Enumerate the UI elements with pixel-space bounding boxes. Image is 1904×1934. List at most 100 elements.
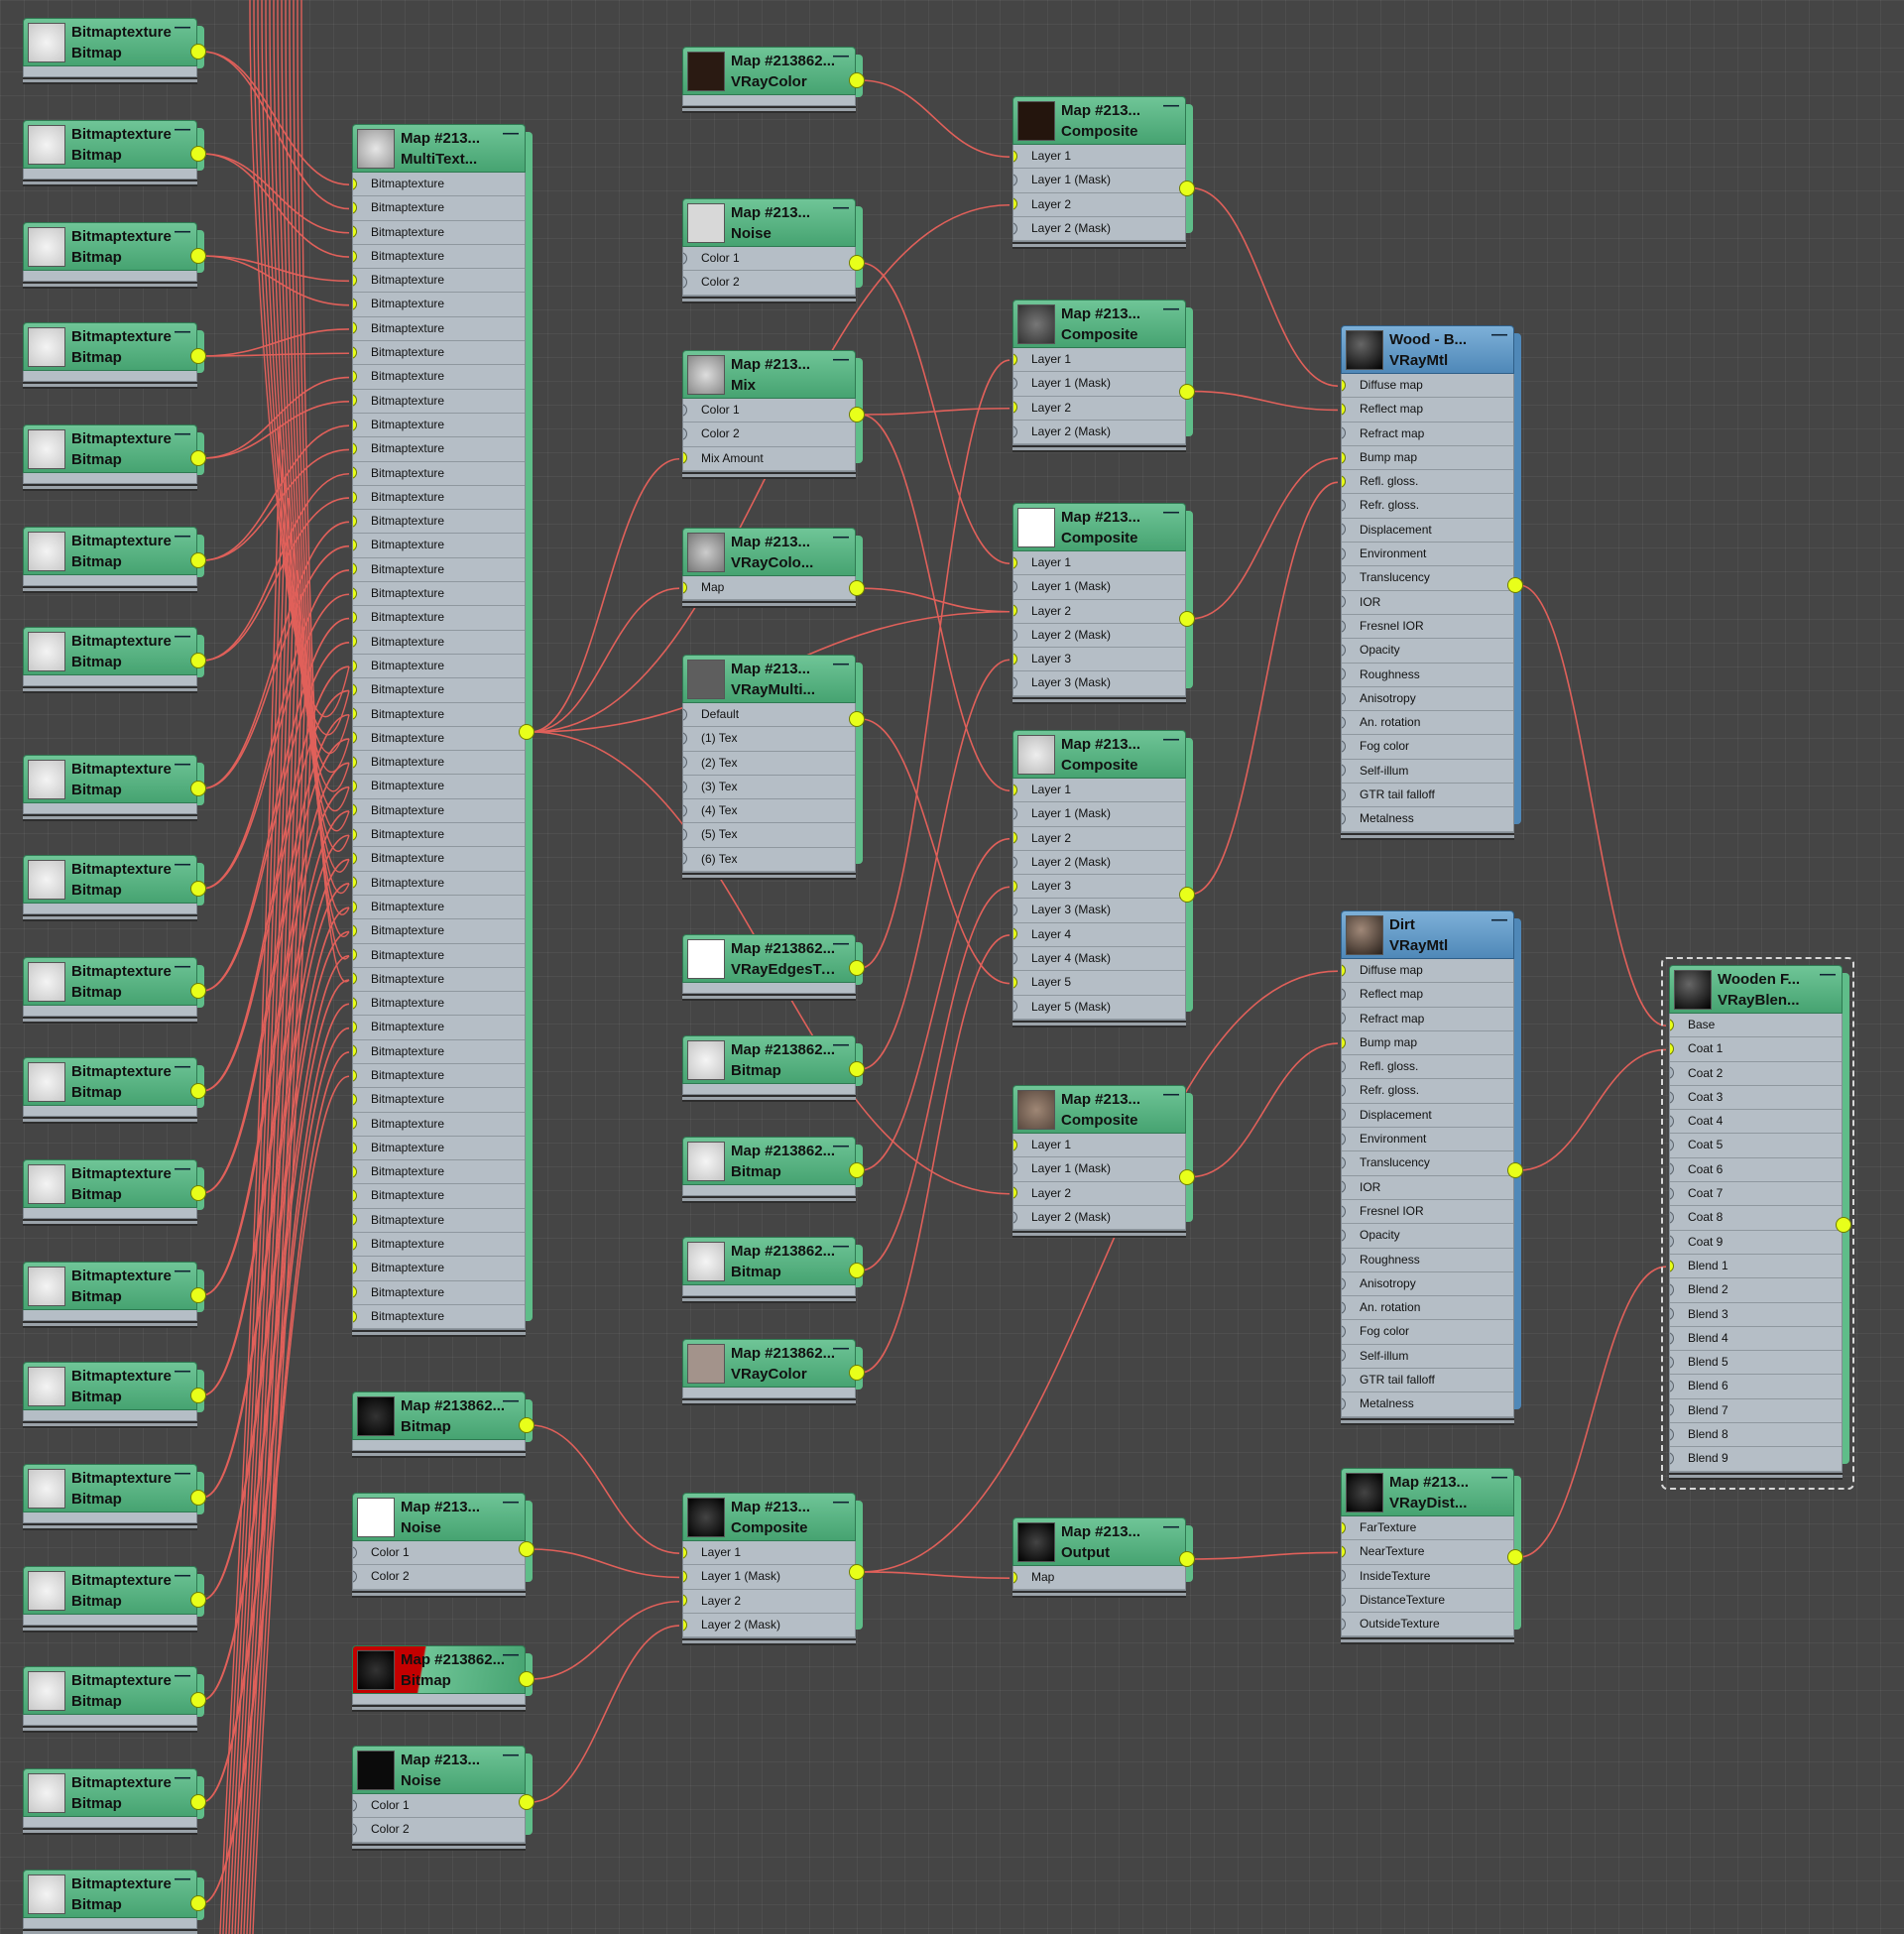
node-header[interactable]: Wood - B...VRayMtl— <box>1341 325 1514 374</box>
output-socket[interactable] <box>849 255 865 271</box>
input-slot[interactable]: Bitmaptexture <box>353 558 525 583</box>
input-socket[interactable] <box>1013 149 1017 163</box>
map-node-vraymulti[interactable]: Map #213...VRayMulti...—Default(1) Tex(2… <box>682 655 865 874</box>
collapse-icon[interactable]: — <box>503 1494 519 1511</box>
input-socket[interactable] <box>1670 1114 1674 1128</box>
input-slot[interactable]: (3) Tex <box>683 776 855 800</box>
input-slot[interactable]: Coat 7 <box>1670 1182 1842 1207</box>
input-socket[interactable] <box>683 251 687 265</box>
input-slot[interactable]: Layer 2 (Mask) <box>1013 217 1185 242</box>
output-socket[interactable] <box>190 1287 206 1303</box>
input-slot[interactable]: Bitmaptexture <box>353 799 525 824</box>
input-socket[interactable] <box>1013 352 1017 366</box>
output-socket[interactable] <box>1179 383 1195 400</box>
node-header[interactable]: Map #213...Output— <box>1012 1517 1186 1566</box>
input-slot[interactable]: Color 1 <box>353 1794 525 1819</box>
input-slot[interactable]: Coat 4 <box>1670 1110 1842 1135</box>
input-socket[interactable] <box>1670 1162 1674 1176</box>
input-slot[interactable]: Blend 4 <box>1670 1327 1842 1352</box>
node-header[interactable]: Map #213...Noise— <box>352 1746 526 1794</box>
input-slot[interactable]: Layer 2 <box>1013 600 1185 624</box>
input-socket[interactable] <box>1013 1186 1017 1200</box>
input-socket[interactable] <box>1342 1349 1346 1363</box>
output-socket[interactable] <box>849 960 865 976</box>
input-slot[interactable]: Bitmaptexture <box>353 1305 525 1330</box>
input-socket[interactable] <box>1013 1000 1017 1014</box>
output-socket[interactable] <box>849 1564 865 1580</box>
input-socket[interactable] <box>353 586 357 600</box>
input-socket[interactable] <box>353 1021 357 1034</box>
input-slot[interactable]: Coat 9 <box>1670 1231 1842 1255</box>
node-header[interactable]: Map #213...Composite— <box>1012 503 1186 551</box>
input-socket[interactable] <box>1670 1259 1674 1272</box>
input-socket[interactable] <box>1342 691 1346 705</box>
input-slot[interactable]: Metalness <box>1342 807 1513 832</box>
input-slot[interactable]: Map <box>1013 1566 1185 1591</box>
input-slot[interactable]: Layer 2 (Mask) <box>1013 421 1185 445</box>
input-socket[interactable] <box>683 780 687 793</box>
output-socket[interactable] <box>1507 1549 1523 1565</box>
input-slot[interactable]: Blend 5 <box>1670 1351 1842 1376</box>
output-socket[interactable] <box>190 781 206 796</box>
input-slot[interactable]: Opacity <box>1342 1224 1513 1249</box>
input-socket[interactable] <box>1013 652 1017 665</box>
input-slot[interactable]: Color 2 <box>353 1818 525 1843</box>
collapse-icon[interactable]: — <box>1163 97 1179 114</box>
input-socket[interactable] <box>1670 1331 1674 1345</box>
input-slot[interactable]: Blend 6 <box>1670 1375 1842 1399</box>
input-socket[interactable] <box>353 1262 357 1274</box>
input-slot[interactable]: Bitmaptexture <box>353 390 525 414</box>
input-slot[interactable]: Bitmaptexture <box>353 1160 525 1185</box>
input-socket[interactable] <box>1670 1451 1674 1465</box>
input-socket[interactable] <box>353 177 357 190</box>
input-socket[interactable] <box>1013 376 1017 390</box>
input-socket[interactable] <box>353 1237 357 1251</box>
input-socket[interactable] <box>1342 546 1346 560</box>
input-slot[interactable]: Bitmaptexture <box>353 173 525 197</box>
output-socket[interactable] <box>190 1185 206 1201</box>
input-slot[interactable]: Layer 2 <box>1013 827 1185 851</box>
input-socket[interactable] <box>1342 1569 1346 1583</box>
input-slot[interactable]: Layer 1 <box>683 1541 855 1566</box>
input-slot[interactable]: Blend 8 <box>1670 1423 1842 1448</box>
output-socket[interactable] <box>1179 610 1195 627</box>
collapse-icon[interactable]: — <box>1491 326 1507 343</box>
input-socket[interactable] <box>1342 987 1346 1001</box>
output-socket[interactable] <box>519 1417 535 1433</box>
input-slot[interactable]: Bitmaptexture <box>353 1088 525 1113</box>
input-socket[interactable] <box>1013 173 1017 186</box>
input-slot[interactable]: Layer 1 <box>1013 551 1185 576</box>
input-slot[interactable]: Layer 3 (Mask) <box>1013 671 1185 696</box>
input-slot[interactable]: Bitmaptexture <box>353 944 525 968</box>
input-socket[interactable] <box>1670 1427 1674 1441</box>
output-socket[interactable] <box>190 44 206 60</box>
input-slot[interactable]: Reflect map <box>1342 983 1513 1008</box>
map-node-vraycolo[interactable]: Map #213...VRayColo...—Map <box>682 528 865 602</box>
input-slot[interactable]: Blend 7 <box>1670 1399 1842 1424</box>
input-slot[interactable]: Color 2 <box>683 423 855 447</box>
input-slot[interactable]: Color 1 <box>683 247 855 272</box>
input-slot[interactable]: Layer 1 <box>1013 145 1185 170</box>
input-slot[interactable]: Layer 1 (Mask) <box>1013 372 1185 397</box>
input-socket[interactable] <box>1342 1156 1346 1170</box>
input-socket[interactable] <box>353 1822 357 1836</box>
input-socket[interactable] <box>1013 555 1017 569</box>
input-socket[interactable] <box>353 755 357 769</box>
input-socket[interactable] <box>1342 1012 1346 1026</box>
output-socket[interactable] <box>849 407 865 423</box>
input-slot[interactable]: Bitmaptexture <box>353 678 525 703</box>
